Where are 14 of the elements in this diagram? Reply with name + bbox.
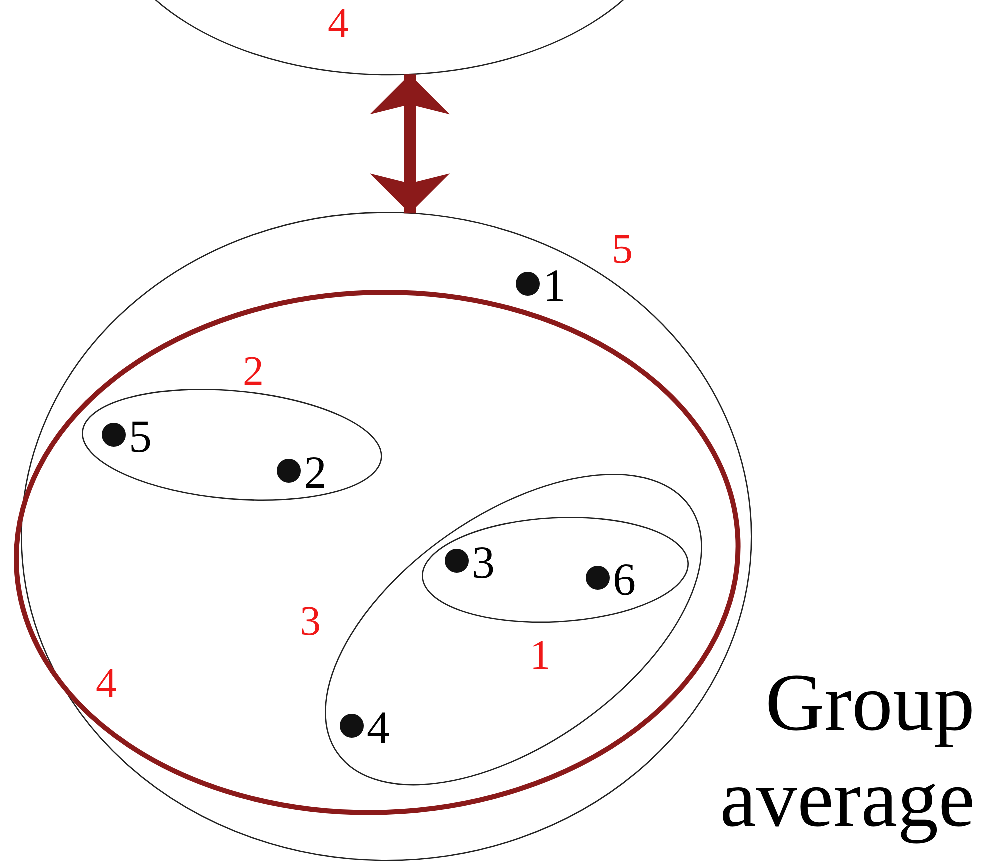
point-number: 4 <box>366 704 390 752</box>
cluster-number: 3 <box>300 600 321 644</box>
point-number: 5 <box>128 412 152 461</box>
double-arrow <box>370 74 450 214</box>
cluster-number: 1 <box>530 634 551 678</box>
cluster-number: 2 <box>242 350 264 394</box>
point-number: 3 <box>472 538 495 587</box>
cluster-number: 4 <box>328 2 349 46</box>
diagram-label: Group average <box>719 656 975 846</box>
cluster-number: 4 <box>96 662 117 706</box>
cluster-number: 5 <box>612 228 633 272</box>
point-number: 1 <box>542 262 566 310</box>
point-number: 2 <box>304 448 327 497</box>
point-number: 6 <box>612 556 636 604</box>
